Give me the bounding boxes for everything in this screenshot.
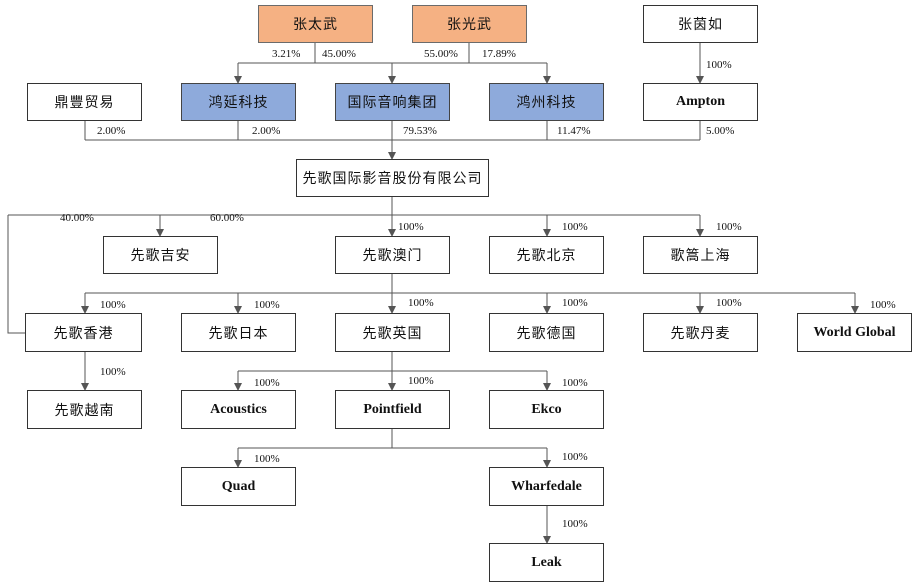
pct-uk-pointfield: 100% [408,375,434,387]
node-ampton: Ampton [643,83,758,121]
pct-group-main: 79.53% [403,125,437,137]
pct-macau-worldglobal: 100% [870,299,896,311]
pct-hongkong-vietnam: 100% [100,366,126,378]
pct-ampton-main: 5.00% [706,125,735,137]
node-zhang-yinru: 张茵如 [643,5,758,43]
node-wharfedale: Wharfedale [489,467,604,506]
pct-macau-denmark: 100% [716,297,742,309]
node-macau: 先歌澳门 [335,236,450,274]
pct-hongyan-main: 2.00% [252,125,281,137]
pct-wharfedale-leak: 100% [562,518,588,530]
node-dingfeng: 鼎豐贸易 [27,83,142,121]
node-vietnam: 先歌越南 [27,390,142,429]
pct-main-jian: 60.00% [210,212,244,224]
node-leak: Leak [489,543,604,582]
pct-pointfield-quad: 100% [254,453,280,465]
node-quad: Quad [181,467,296,506]
node-beijing: 先歌北京 [489,236,604,274]
node-denmark: 先歌丹麦 [643,313,758,352]
pct-guangwu-hongzhou: 17.89% [482,48,516,60]
pct-macau-germany: 100% [562,297,588,309]
node-zhang-guangwu: 张光武 [412,5,527,43]
pct-taiwu-group: 45.00% [322,48,356,60]
pct-uk-acoustics: 100% [254,377,280,389]
pct-pointfield-wharfedale: 100% [562,451,588,463]
node-germany: 先歌德国 [489,313,604,352]
pct-uk-ekco: 100% [562,377,588,389]
node-acoustics: Acoustics [181,390,296,429]
node-hongyan: 鸿延科技 [181,83,296,121]
pct-dingfeng-main: 2.00% [97,125,126,137]
node-japan: 先歌日本 [181,313,296,352]
node-world-global: World Global [797,313,912,352]
node-hongzhou: 鸿州科技 [489,83,604,121]
node-pointfield: Pointfield [335,390,450,429]
node-zhang-taiwu: 张太武 [258,5,373,43]
node-hongkong: 先歌香港 [25,313,142,352]
pct-yinru-ampton: 100% [706,59,732,71]
pct-macau-hongkong: 100% [100,299,126,311]
pct-main-shanghai: 100% [716,221,742,233]
pct-main-macau: 100% [398,221,424,233]
node-ekco: Ekco [489,390,604,429]
pct-macau-japan: 100% [254,299,280,311]
pct-taiwu-hongyan: 3.21% [272,48,301,60]
node-guoji-group: 国际音响集团 [335,83,450,121]
pct-macau-uk: 100% [408,297,434,309]
node-uk: 先歌英国 [335,313,450,352]
node-shanghai: 歌篙上海 [643,236,758,274]
node-jian: 先歌吉安 [103,236,218,274]
pct-guangwu-group: 55.00% [424,48,458,60]
node-xiange-main: 先歌国际影音股份有限公司 [296,159,489,197]
pct-main-hongkong: 40.00% [60,212,94,224]
pct-main-beijing: 100% [562,221,588,233]
pct-hongzhou-main: 11.47% [557,125,591,137]
